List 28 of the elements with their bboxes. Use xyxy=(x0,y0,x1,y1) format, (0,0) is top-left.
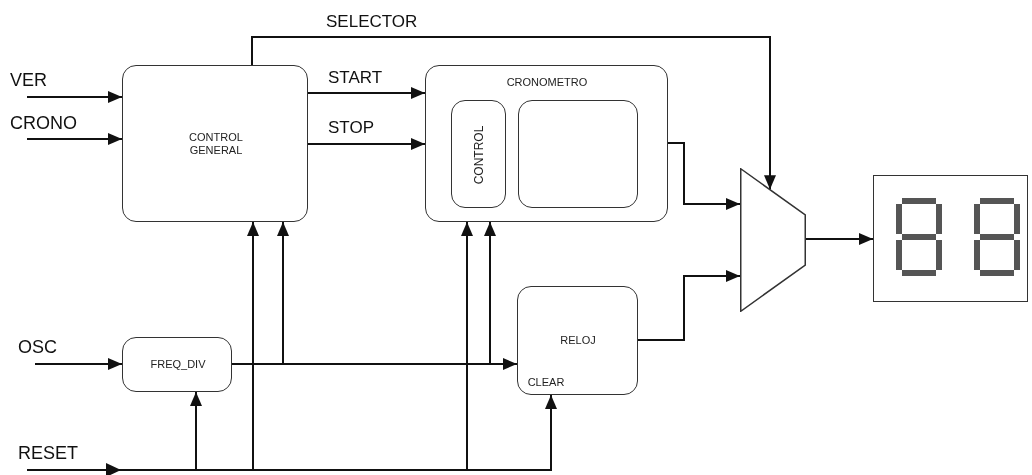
process-box xyxy=(425,65,668,222)
arrow xyxy=(805,233,874,245)
arrow xyxy=(307,138,426,150)
arrow xyxy=(307,87,426,99)
block-label: FREQ_DIV xyxy=(150,358,206,372)
block-label: CLEAR xyxy=(527,376,565,390)
arrow xyxy=(251,36,776,191)
process-box xyxy=(450,99,506,208)
signal-label: RESET xyxy=(18,443,78,464)
process-box xyxy=(517,286,638,395)
arrow xyxy=(34,358,123,370)
block-label: RELOJ xyxy=(560,334,596,348)
signal-label: CRONO xyxy=(10,113,77,134)
arrow xyxy=(637,270,741,341)
arrow xyxy=(26,91,123,103)
process-box xyxy=(122,65,308,222)
block-label: CRONOMETRO xyxy=(506,76,588,90)
empty-block xyxy=(517,99,638,208)
seven-segment-display xyxy=(873,175,1028,302)
arrow xyxy=(26,133,123,145)
arrow xyxy=(667,142,741,210)
signal-label: VER xyxy=(10,70,47,91)
arrow xyxy=(231,358,518,370)
signal-label: OSC xyxy=(18,337,57,358)
process-box xyxy=(122,337,232,392)
block-label: CONTROL xyxy=(471,125,486,184)
block-label: CONTROL GENERAL xyxy=(188,130,244,158)
multiplexer-shape xyxy=(740,168,806,312)
